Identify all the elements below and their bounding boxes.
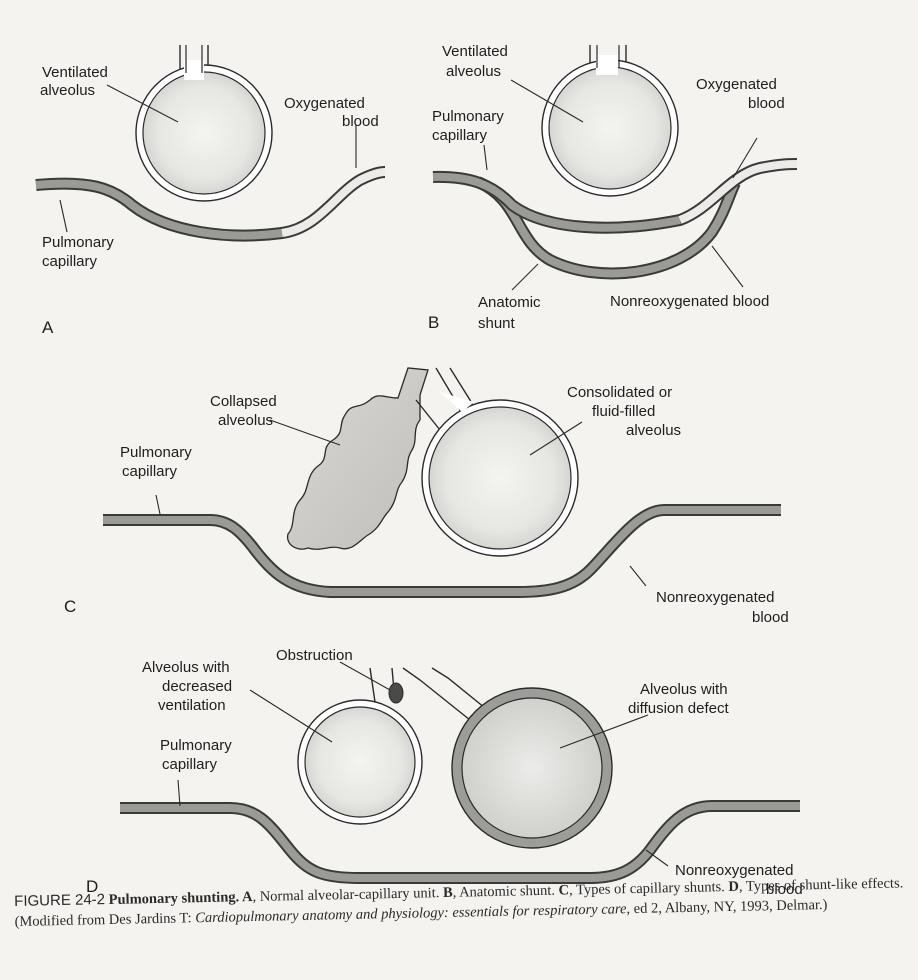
label-diffusion-defect-d: Alveolus with diffusion defect: [628, 681, 732, 717]
leader-oxygenated-blood-b: [732, 137, 758, 179]
capillary-c: [103, 504, 781, 598]
label-nonreoxygenated-blood-c: Nonreoxygenated blood: [656, 589, 789, 626]
leader-ventilated-alveolus-a: [106, 84, 179, 123]
leader-pulmonary-capillary-c: [155, 494, 161, 515]
label-nonreoxygenated-blood-d: Nonreoxygenated blood: [675, 862, 803, 898]
label-oxygenated-blood-b: Oxygenated blood: [696, 76, 785, 112]
caption-segment: D: [728, 878, 740, 896]
figure-label: FIGURE 24-2: [14, 891, 106, 910]
leader-obstruction-d: [339, 661, 391, 691]
label-pulmonary-capillary-d: Pulmonary capillary: [160, 737, 236, 773]
figure-title: Pulmonary shunting.: [108, 889, 240, 909]
caption-segment: , Types of capillary shunts.: [568, 879, 729, 899]
leader-pulmonary-capillary-a: [59, 199, 68, 233]
caption-segment: , Normal alveolar-capillary unit.: [252, 885, 444, 906]
panel-letter-c: C: [64, 597, 76, 616]
capillary-d: [120, 800, 800, 884]
leader-anatomic-shunt-b: [511, 263, 539, 291]
label-ventilated-alveolus-a: Ventilated alveolus: [40, 64, 112, 99]
capillary-a: [35, 166, 386, 242]
label-pulmonary-capillary-c: Pulmonary capillary: [120, 444, 196, 480]
panel-letter-a: A: [42, 318, 54, 337]
leader-pulmonary-capillary-d: [177, 779, 181, 807]
label-obstruction-d: Obstruction: [276, 647, 353, 664]
leader-nonreoxygenated-blood-d: [645, 849, 669, 867]
label-ventilated-alveolus-b: Ventilated alveolus: [442, 43, 512, 80]
capillary-b: [432, 158, 798, 234]
label-pulmonary-capillary-a: Pulmonary capillary: [42, 234, 118, 270]
panel-c: Collapsed alveolus Consolidated or fluid…: [64, 367, 789, 626]
label-collapsed-alveolus-c: Collapsed alveolus: [210, 393, 281, 429]
leader-nonreoxygenated-blood-c: [629, 565, 647, 587]
leader-decreased-ventilation-d: [249, 689, 333, 743]
leader-pulmonary-capillary-b: [483, 144, 488, 171]
leader-consolidated-alveolus-c: [529, 421, 583, 456]
panel-a: Ventilated alveolus Oxygenated blood Pul…: [35, 45, 386, 337]
caption-segment: A: [239, 889, 253, 906]
panel-b: Ventilated alveolus Oxygenated blood Pul…: [428, 43, 798, 332]
consolidated-alveolus-c: [415, 367, 579, 557]
anatomic-shunt-vessel-b: [475, 176, 741, 280]
panel-d: Alveolus with decreased ventilation Obst…: [86, 647, 803, 898]
label-nonreoxygenated-blood-b: Nonreoxygenated blood: [610, 293, 769, 310]
label-anatomic-shunt-b: Anatomic shunt: [478, 294, 545, 332]
caption-segment: B: [442, 884, 453, 902]
decreased-ventilation-alveolus-d: [297, 699, 423, 825]
leader-collapsed-alveolus-c: [269, 419, 341, 446]
leader-diffusion-defect-d: [559, 714, 649, 749]
label-oxygenated-blood-a: Oxygenated blood: [284, 95, 379, 130]
label-pulmonary-capillary-b: Pulmonary capillary: [432, 108, 508, 144]
leader-ventilated-alveolus-b: [510, 79, 584, 123]
panel-letter-b: B: [428, 313, 439, 332]
caption-segment: C: [558, 882, 570, 899]
panel-letter-d: D: [86, 877, 98, 896]
obstruction-plug: [388, 682, 404, 704]
label-decreased-ventilation-d: Alveolus with decreased ventilation: [142, 659, 236, 714]
diffusion-defect-alveolus-d: [451, 687, 613, 849]
ventilated-alveolus-b: [541, 45, 679, 197]
ventilated-alveolus-a: [135, 45, 273, 202]
leader-nonreoxygenated-blood-b: [711, 245, 744, 288]
label-consolidated-alveolus-c: Consolidated or fluid-filled alveolus: [567, 384, 681, 439]
caption-segment: , Anatomic shunt.: [452, 882, 559, 901]
caption-segment: ed 2, Albany, NY, 1993, Delmar.): [629, 896, 828, 918]
collapsed-alveolus-c: [286, 367, 429, 550]
